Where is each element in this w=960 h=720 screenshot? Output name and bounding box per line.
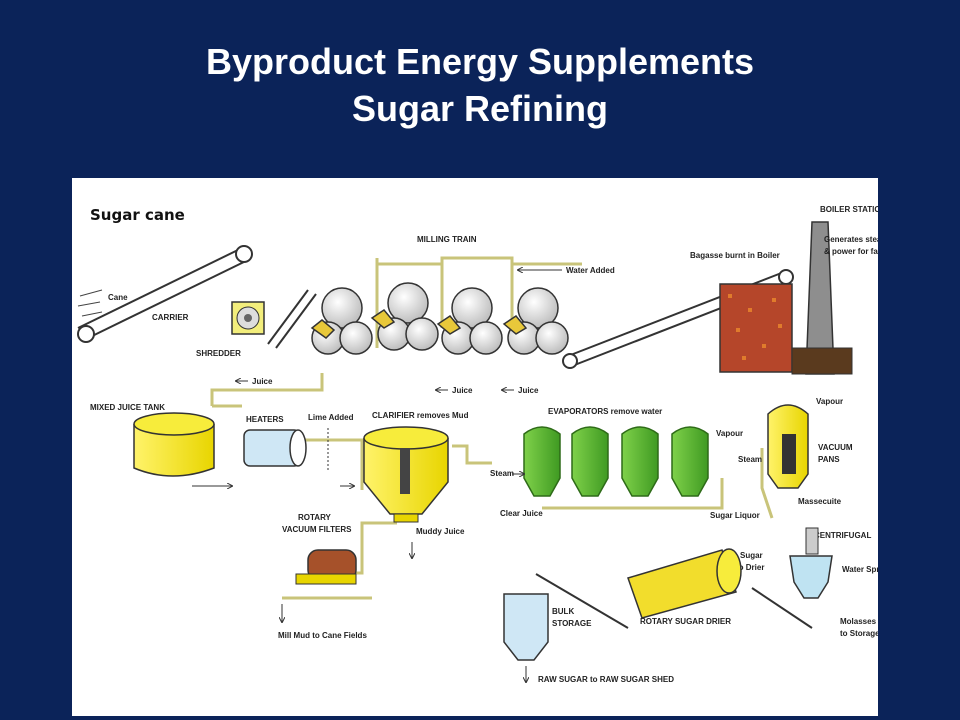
bagasse-label: Bagasse burnt in Boiler [690,251,780,260]
title-line-2: Sugar Refining [351,88,608,129]
rotary-sugar-drier: ROTARY SUGAR DRIER [627,548,813,629]
vapour-label-2: Vapour [816,397,843,406]
slide-title: Byproduct Energy Supplements Sugar Refin… [0,38,960,132]
shredder: SHREDDER [196,289,317,358]
heaters: HEATERS Lime Added [243,413,354,486]
sugar-refining-diagram: Sugar cane Cane CARRIER SHREDDER MILLING… [72,178,878,716]
shredder-label: SHREDDER [196,349,241,358]
rotary-sugar-drier-label: ROTARY SUGAR DRIER [640,617,731,626]
evaporators-label: EVAPORATORS remove water [548,407,662,416]
clarifier-label: CLARIFIER removes Mud [372,411,469,420]
power-label: & power for factory [824,247,878,256]
clear-juice-label: Clear Juice [500,509,543,518]
vapour-label-1: Vapour [716,429,743,438]
clarifier: CLARIFIER removes Mud [363,411,469,523]
piping [210,256,774,600]
centrifugal-label: CENTRIFUGAL [814,531,871,540]
sugar-label: Sugar [740,551,763,560]
rotary-label: ROTARY [298,513,332,522]
vacuum-label: VACUUM [818,443,853,452]
rotary-vacuum-filters: ROTARY VACUUM FILTERS Muddy Juice Mill M… [278,513,465,640]
carrier-label: CARRIER [152,313,189,322]
generates-label: Generates steam [824,235,878,244]
boiler-station: BOILER STATION Generates steam & power f… [719,205,878,375]
muddy-juice-label: Muddy Juice [416,527,465,536]
molasses-label: Molasses [840,617,877,626]
process-flow-svg: Sugar cane Cane CARRIER SHREDDER MILLING… [77,205,878,684]
water-added-label: Water Added [566,266,615,275]
bulk-label: BULK [552,607,574,616]
heaters-label: HEATERS [246,415,284,424]
mill-2 [370,282,439,351]
milling-train [310,282,569,355]
steam-label-1: Steam [490,469,514,478]
mill-4 [502,287,569,355]
centrifugal: CENTRIFUGAL Water Sprayed Molasses to St… [736,527,878,638]
vacuum-pans: Vapour VACUUM PANS Steam Massecuite [738,397,853,506]
carrier-conveyor: CARRIER [77,245,253,343]
sugar-cane-caption: Sugar cane [90,206,185,224]
vacuum-filters-label: VACUUM FILTERS [282,525,352,534]
juice-label-3: Juice [518,386,539,395]
sugar-liquor-label: Sugar Liquor [710,511,760,520]
boiler-station-label: BOILER STATION [820,205,878,214]
title-line-1: Byproduct Energy Supplements [205,41,755,82]
mixed-juice-tank-label: MIXED JUICE TANK [90,403,165,412]
water-sprayed-label: Water Sprayed [842,565,878,574]
mill-1 [310,287,373,355]
milling-train-label: MILLING TRAIN [417,235,477,244]
pans-label: PANS [818,455,840,464]
raw-sugar-label: RAW SUGAR to RAW SUGAR SHED [538,675,674,684]
mill-mud-label: Mill Mud to Cane Fields [278,631,367,640]
cane-label: Cane [108,293,128,302]
juice-label-2: Juice [452,386,473,395]
cane-input: Cane [77,289,128,317]
to-storage-label: to Storage [840,629,878,638]
to-drier-label: to Drier [736,563,764,572]
water-added-arrow: Water Added [518,266,615,275]
bulk-storage: BULK STORAGE RAW SUGAR to RAW SUGAR SHED [503,573,674,684]
massecuite-label: Massecuite [798,497,842,506]
lime-added-label: Lime Added [308,413,354,422]
storage-label: STORAGE [552,619,592,628]
evaporators: EVAPORATORS remove water Steam Vapour Cl… [490,407,760,520]
mill-3 [436,287,503,355]
steam-label-2: Steam [738,455,762,464]
juice-label-1: Juice [252,377,273,386]
mixed-juice-tank: MIXED JUICE TANK [90,403,232,486]
